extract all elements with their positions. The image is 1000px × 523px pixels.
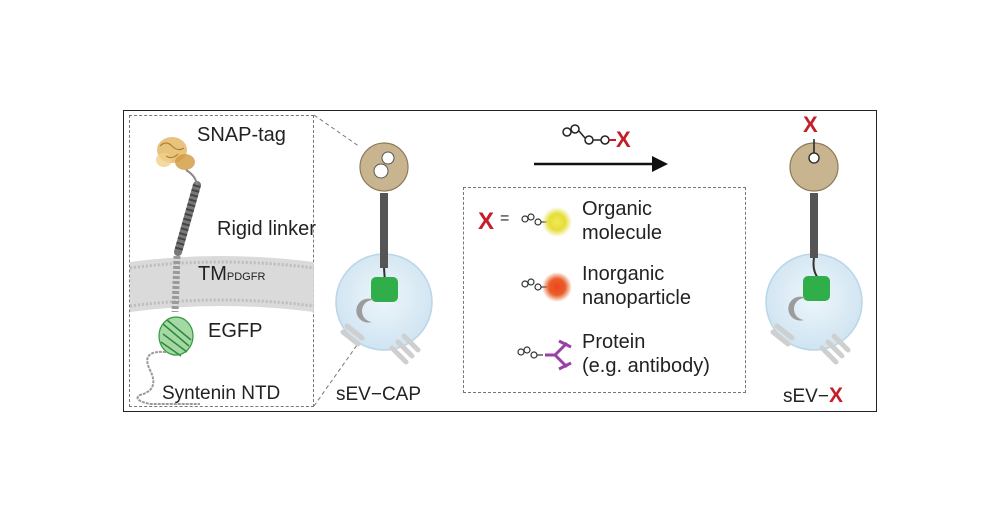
legend-item-organic-line1: Organic bbox=[582, 198, 653, 220]
label-egfp: EGFP bbox=[208, 320, 263, 342]
sev-x-prefix: sEV− bbox=[783, 386, 829, 407]
label-snap-tag: SNAP-tag bbox=[197, 124, 286, 146]
tm-subscript: PDGFR bbox=[226, 271, 266, 283]
legend-reagent-icon-3 bbox=[517, 346, 543, 359]
label-sev-cap: sEV−CAP bbox=[336, 384, 422, 405]
reaction-product-x: X bbox=[616, 127, 631, 152]
egfp-structure bbox=[158, 316, 194, 357]
reaction-arrow bbox=[534, 156, 668, 172]
legend-item-inorganic-line2: nanoparticle bbox=[582, 287, 691, 309]
snap-tag-structure bbox=[156, 137, 195, 170]
sev-x-illustration bbox=[765, 139, 863, 365]
tm-prefix: TM bbox=[198, 263, 227, 285]
legend-item-protein-line1: Protein bbox=[582, 331, 646, 353]
sev-x-symbol: X bbox=[828, 384, 843, 407]
antibody-icon bbox=[545, 339, 572, 371]
syntenin-structure bbox=[136, 350, 200, 405]
legend-item-inorganic-line1: Inorganic bbox=[582, 263, 665, 285]
label-tm-pdgfr: TMPDGFR bbox=[198, 263, 265, 286]
rigid-linker-structure bbox=[174, 169, 201, 256]
structure-inset bbox=[129, 115, 314, 407]
tm-helix-structure bbox=[171, 255, 181, 313]
legend-item-organic-line2: molecule bbox=[582, 222, 663, 244]
legend-box bbox=[463, 187, 746, 393]
organic-molecule-icon bbox=[542, 207, 572, 237]
sev-cap-illustration bbox=[335, 142, 433, 365]
nanoparticle-icon bbox=[542, 272, 572, 302]
label-rigid-linker: Rigid linker bbox=[217, 218, 316, 240]
legend-item-protein-line2: (e.g. antibody) bbox=[582, 355, 710, 377]
reagent-icon bbox=[562, 124, 616, 145]
label-syntenin-ntd: Syntenin NTD bbox=[162, 383, 281, 404]
legend-equals: = bbox=[500, 210, 510, 227]
legend-x-symbol: X bbox=[478, 208, 495, 235]
zoom-line-top bbox=[313, 114, 361, 148]
label-sev-x: sEV−X bbox=[783, 384, 843, 408]
sev-x-attached-x: X bbox=[803, 112, 818, 137]
